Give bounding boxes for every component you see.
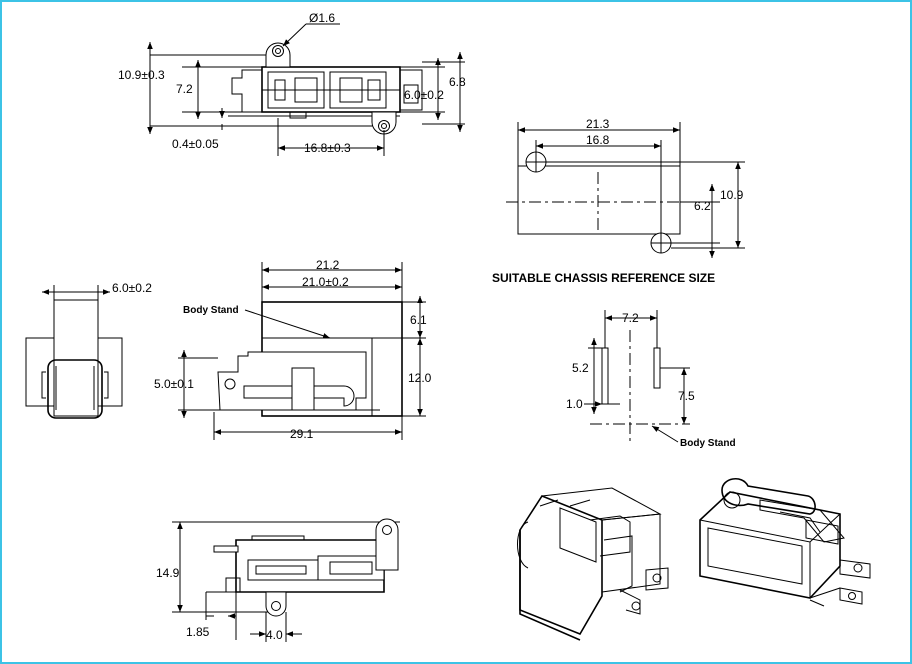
slot-detail: 7.2 5.2 1.0 7.5 Body Stand	[566, 310, 736, 449]
right-dim-label: 6.8	[449, 75, 466, 89]
isometric-view-right	[699, 478, 871, 607]
hole-spacing-label: 16.8±0.3	[304, 141, 351, 155]
hole-dim-label: Ø1.6	[309, 11, 335, 25]
chassis-view: 21.3 16.8 6.2 10.9 SUITABLE CHASSIS REFE…	[492, 117, 745, 285]
end-view: 6.0±0.2	[25, 281, 152, 419]
slot-body-stand-label: Body Stand	[680, 438, 736, 449]
slot-width-label: 1.0	[566, 397, 583, 411]
offset-label: 0.4±0.05	[172, 137, 219, 151]
bottom-offset-label: 1.85	[186, 625, 210, 639]
slot-len-label: 5.2	[572, 361, 589, 375]
chassis-half-label: 6.2	[694, 199, 711, 213]
bottom-view: 14.9 1.85 4.0	[156, 518, 400, 642]
side-top-label: 6.1	[410, 313, 427, 327]
bottom-width-label: 4.0	[266, 628, 283, 642]
body-stand-label: Body Stand	[183, 305, 239, 316]
side-height-label: 12.0	[408, 371, 432, 385]
bottom-height-label: 14.9	[156, 566, 180, 580]
side-overall-label: 21.2	[316, 258, 340, 272]
side-view: 21.2 21.0±0.2 Body Stand 6.1 12.0 5.0±0.…	[154, 258, 432, 441]
chassis-width-label: 21.3	[586, 117, 610, 131]
chassis-title: SUITABLE CHASSIS REFERENCE SIZE	[492, 271, 715, 285]
slot-offset-label: 7.5	[678, 389, 695, 403]
chassis-spacing-label: 16.8	[586, 133, 610, 147]
chassis-height-label: 10.9	[720, 188, 744, 202]
body-height-label: 6.0±0.2	[404, 88, 444, 102]
height-inner-label: 7.2	[176, 82, 193, 96]
top-view: Ø1.6 10.9±0.3 7.2 6.0±0.2 6.8 0.4±0.05 1…	[118, 11, 466, 156]
end-width-label: 6.0±0.2	[112, 281, 152, 295]
slot-spacing-label: 7.2	[622, 311, 639, 325]
isometric-view-left	[517, 487, 669, 641]
height-total-label: 10.9±0.3	[118, 68, 165, 82]
side-length-label: 29.1	[290, 427, 314, 441]
side-slot-label: 5.0±0.1	[154, 377, 194, 391]
side-body-label: 21.0±0.2	[302, 275, 349, 289]
